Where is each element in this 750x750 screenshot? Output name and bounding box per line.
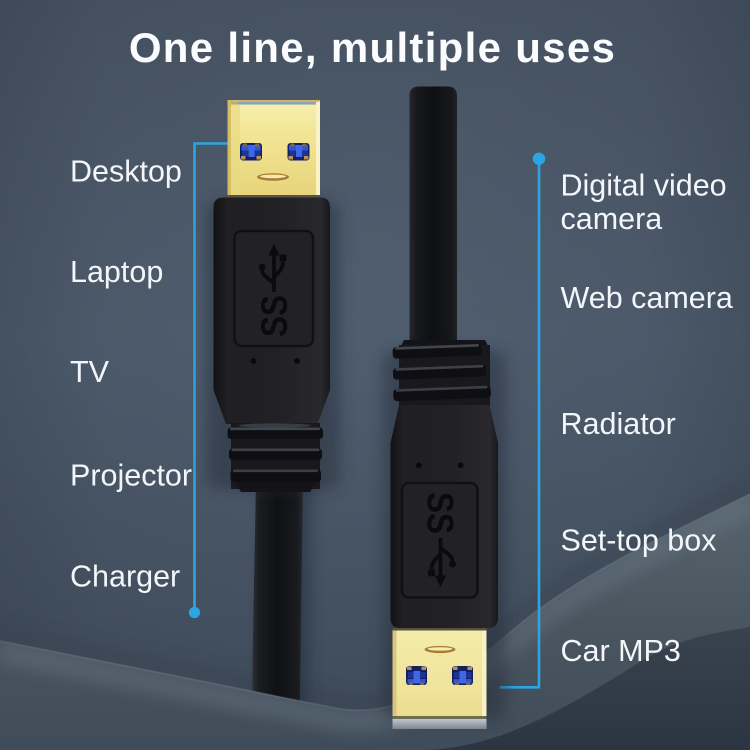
svg-text:Projector: Projector <box>70 459 192 493</box>
svg-text:Digital video: Digital video <box>561 169 727 203</box>
svg-text:Laptop: Laptop <box>70 255 163 289</box>
svg-text:SS: SS <box>254 295 295 337</box>
svg-text:Web camera: Web camera <box>561 281 733 315</box>
svg-text:Car MP3: Car MP3 <box>561 634 681 668</box>
svg-text:Radiator: Radiator <box>561 407 676 441</box>
svg-text:Charger: Charger <box>70 560 180 594</box>
svg-text:TV: TV <box>70 355 110 389</box>
svg-text:One line, multiple uses: One line, multiple uses <box>129 24 616 71</box>
svg-text:Set-top box: Set-top box <box>561 524 717 558</box>
svg-text:camera: camera <box>561 202 663 236</box>
svg-text:SS: SS <box>420 492 461 534</box>
svg-text:Desktop: Desktop <box>70 155 182 189</box>
